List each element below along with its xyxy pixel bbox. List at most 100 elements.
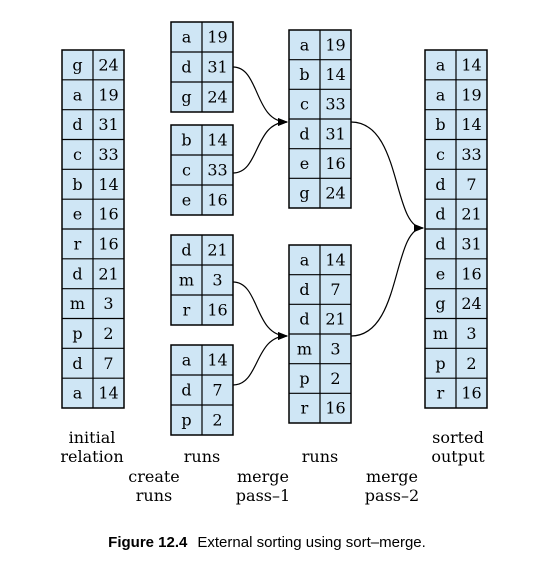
label-line: runs — [184, 447, 220, 466]
value-cell: 2 — [103, 324, 113, 343]
value-cell: 16 — [461, 264, 481, 283]
key-cell: c — [73, 145, 82, 164]
value-cell: 2 — [466, 354, 476, 373]
key-cell: d — [299, 124, 309, 143]
value-cell: 2 — [212, 411, 222, 430]
key-cell: m — [297, 339, 312, 358]
value-cell: 24 — [325, 184, 345, 203]
value-cell: 7 — [466, 175, 476, 194]
value-cell: 33 — [461, 145, 481, 164]
key-cell: p — [299, 369, 309, 388]
arrow-run1-to-merge1a — [232, 66, 288, 126]
key-cell: a — [73, 384, 83, 403]
value-cell: 21 — [98, 264, 118, 283]
arrow-run3-to-merge1b — [232, 281, 288, 340]
value-cell: 14 — [461, 55, 481, 74]
key-cell: b — [181, 131, 191, 150]
value-cell: 16 — [325, 154, 345, 173]
key-cell: b — [299, 65, 309, 84]
key-cell: d — [435, 175, 445, 194]
label-line: sorted — [432, 428, 484, 447]
key-cell: a — [73, 85, 83, 104]
value-cell: 19 — [325, 35, 345, 54]
key-cell: c — [436, 145, 445, 164]
value-cell: 33 — [325, 95, 345, 114]
key-cell: g — [72, 55, 82, 74]
label-line: pass–2 — [365, 486, 419, 505]
label-runs-2: runs — [302, 447, 338, 466]
value-cell: 7 — [103, 354, 113, 373]
key-cell: d — [72, 264, 82, 283]
value-cell: 7 — [212, 381, 222, 400]
value-cell: 16 — [207, 301, 227, 320]
value-cell: 19 — [207, 28, 227, 47]
value-cell: 16 — [207, 191, 227, 210]
key-cell: d — [181, 381, 191, 400]
value-cell: 33 — [207, 161, 227, 180]
key-cell: g — [435, 294, 445, 313]
arrow-run4-to-merge1b — [232, 332, 288, 386]
value-cell: 14 — [325, 250, 345, 269]
key-cell: c — [300, 95, 309, 114]
value-cell: 7 — [330, 280, 340, 299]
label-line: create — [128, 467, 180, 486]
value-cell: 31 — [325, 124, 345, 143]
key-cell: c — [182, 161, 191, 180]
label-line: initial — [69, 428, 116, 447]
key-cell: e — [182, 191, 191, 210]
key-cell: r — [437, 384, 445, 403]
key-cell: r — [301, 399, 309, 418]
value-cell: 21 — [325, 310, 345, 329]
key-cell: a — [300, 35, 310, 54]
value-cell: 16 — [98, 234, 118, 253]
value-cell: 16 — [461, 384, 481, 403]
arrow-run2-to-merge1a — [232, 118, 288, 174]
value-cell: 31 — [207, 58, 227, 77]
value-cell: 14 — [98, 175, 118, 194]
value-cell: 3 — [103, 294, 113, 313]
value-cell: 14 — [325, 65, 345, 84]
value-cell: 3 — [212, 271, 222, 290]
label-line: merge — [366, 467, 418, 486]
value-cell: 24 — [207, 88, 227, 107]
figure-number: Figure 12.4 — [108, 534, 188, 551]
key-cell: d — [299, 310, 309, 329]
key-cell: d — [435, 234, 445, 253]
value-cell: 19 — [461, 85, 481, 104]
value-cell: 16 — [325, 399, 345, 418]
arrow-merge1a-to-sorted — [350, 121, 424, 232]
key-cell: p — [435, 354, 445, 373]
key-cell: g — [299, 184, 309, 203]
value-cell: 21 — [461, 205, 481, 224]
key-cell: r — [74, 234, 82, 253]
value-cell: 31 — [98, 115, 118, 134]
key-cell: d — [181, 58, 191, 77]
label-runs-1: runs — [184, 447, 220, 466]
key-cell: p — [72, 324, 82, 343]
key-cell: m — [433, 324, 448, 343]
key-cell: d — [72, 354, 82, 373]
key-cell: a — [300, 250, 310, 269]
value-cell: 14 — [207, 351, 227, 370]
value-cell: 31 — [461, 234, 481, 253]
label-line: pass–1 — [236, 486, 290, 505]
table-run2: b 14 c 33 e 16 — [170, 124, 234, 216]
value-cell: 16 — [98, 205, 118, 224]
value-cell: 24 — [461, 294, 481, 313]
label-line: runs — [136, 486, 172, 505]
arrow-merge1b-to-sorted — [350, 224, 424, 337]
key-cell: g — [181, 88, 191, 107]
value-cell: 14 — [207, 131, 227, 150]
label-line: output — [431, 447, 485, 466]
